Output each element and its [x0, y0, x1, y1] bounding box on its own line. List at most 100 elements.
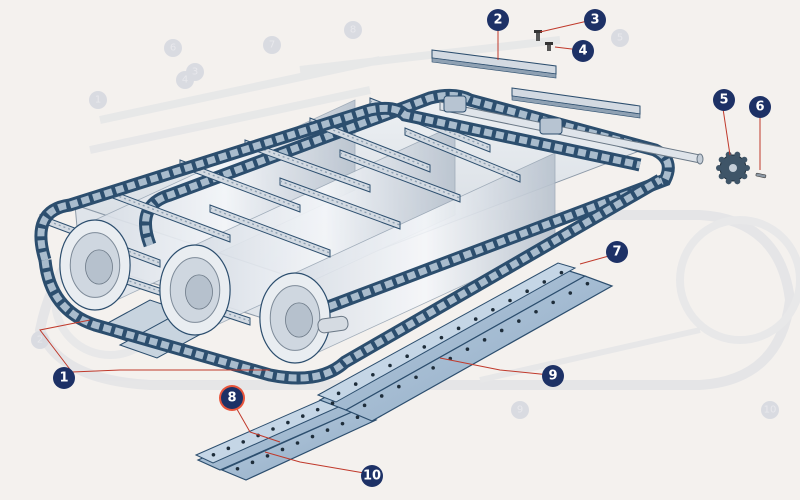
slat-teeth: [109, 192, 231, 239]
leader-line-1: [71, 369, 270, 373]
cross-slat: [404, 127, 521, 183]
callout-7: 7: [606, 241, 628, 263]
ghost-label-text: 9: [517, 405, 523, 416]
callout-leader-lines: [39, 19, 761, 475]
bolt-hole: [465, 347, 470, 351]
drum-end-faces: [59, 219, 349, 364]
ghost-label-text: 2: [37, 335, 43, 346]
callout-label: 7: [612, 245, 621, 260]
callout-6: 6: [749, 96, 771, 118]
callout-label: 5: [719, 93, 728, 108]
bolt-hole: [439, 335, 444, 340]
wear-strip-lower-right: [220, 411, 378, 481]
bolt-hole: [336, 391, 341, 396]
leader-line-3: [539, 19, 593, 33]
ghost-label: 9: [511, 401, 529, 419]
bolt-hole: [300, 414, 305, 418]
leader-line-10: [264, 451, 371, 475]
callout-9: 9: [542, 365, 564, 387]
bolt-hole: [422, 345, 427, 349]
bolt-hole: [362, 403, 367, 408]
slat-teeth: [244, 142, 371, 189]
drum-hub: [185, 274, 213, 310]
wear-strip-long-lower: [344, 275, 614, 422]
bolt-hole: [280, 447, 285, 452]
callout-label: 9: [548, 369, 557, 384]
ghost-label-text: 4: [182, 75, 188, 86]
slat-teeth: [339, 152, 461, 199]
bolt-hole: [508, 298, 512, 303]
shaft-key-pin: [755, 172, 767, 179]
slat-teeth: [39, 217, 161, 264]
drum-shaft-stub: [317, 315, 349, 334]
leader-line-8: [233, 403, 281, 443]
ghost-circle: [761, 401, 779, 419]
callout-label: 6: [755, 100, 764, 115]
ghost-label: 4: [176, 71, 194, 89]
ghost-label-text: 6: [170, 43, 176, 54]
bolt-hole: [371, 372, 375, 377]
bolt-hole: [325, 428, 330, 432]
sprocket-gear: [716, 151, 750, 185]
bolt-hole: [388, 363, 392, 368]
ghost-circle: [344, 21, 362, 39]
callout-circle-icon: [584, 9, 606, 31]
callout-circle-icon: [487, 9, 509, 31]
callout-1: 1: [53, 367, 75, 389]
callout-4: 4: [572, 40, 594, 62]
chain-near-side: [34, 101, 664, 385]
bolt-hole: [250, 460, 255, 465]
ghost-label: 10: [761, 401, 779, 419]
bolt-hole: [241, 440, 246, 444]
callout-circle-icon: [606, 241, 628, 263]
bolt-hole: [315, 407, 320, 412]
sprocket-tooth: [718, 156, 725, 163]
bolt-hole: [211, 452, 216, 457]
bolt-hole: [405, 354, 409, 359]
callout-circle-icon: [221, 387, 243, 409]
bolt-hole: [525, 289, 529, 294]
sprocket-tooth: [718, 173, 725, 180]
ghost-circle: [511, 401, 529, 419]
bolt-hole: [310, 434, 315, 439]
ghost-label-text: 10: [764, 405, 777, 416]
callout-label: 2: [493, 13, 502, 28]
ghost-label-text: 3: [192, 67, 198, 78]
bolt-hole: [330, 401, 335, 406]
bolt-hole: [456, 326, 461, 331]
ghost-circle: [89, 91, 107, 109]
bolt-hole: [491, 307, 495, 312]
cross-slat: [339, 149, 461, 203]
bolt-hole: [340, 421, 345, 426]
sprocket-tooth: [716, 165, 722, 171]
callout-3: 3: [584, 9, 606, 31]
callout-2: 2: [487, 9, 509, 31]
bolt-hole: [414, 375, 418, 380]
callout-circle-icon: [361, 465, 383, 487]
callout-circle-icon: [572, 40, 594, 62]
bolt-hole: [353, 382, 358, 386]
ghost-circle: [611, 29, 629, 47]
ghost-label: 5: [611, 29, 629, 47]
bolt-hole: [542, 280, 547, 284]
bearing-blocks: [443, 95, 563, 135]
ghost-label: 8: [344, 21, 362, 39]
upper-rail-bars: [431, 49, 641, 119]
ghost-label-text: 1: [95, 95, 101, 106]
ghost-circle: [164, 39, 182, 57]
bolt-hole: [265, 454, 270, 458]
callout-circle-icon: [542, 365, 564, 387]
callout-label: 1: [59, 371, 68, 386]
sprocket-tooth: [725, 178, 732, 185]
slat-teeth: [209, 207, 331, 254]
callout-circle-icon: [713, 89, 735, 111]
cross-slat: [279, 177, 401, 230]
drum-hub: [85, 249, 113, 285]
cross-slat-bars: [39, 97, 521, 326]
callout-circle-icon: [53, 367, 75, 389]
bolt-hole: [568, 291, 573, 295]
sprocket-tooth: [744, 165, 750, 171]
bolt-hole: [271, 427, 275, 431]
